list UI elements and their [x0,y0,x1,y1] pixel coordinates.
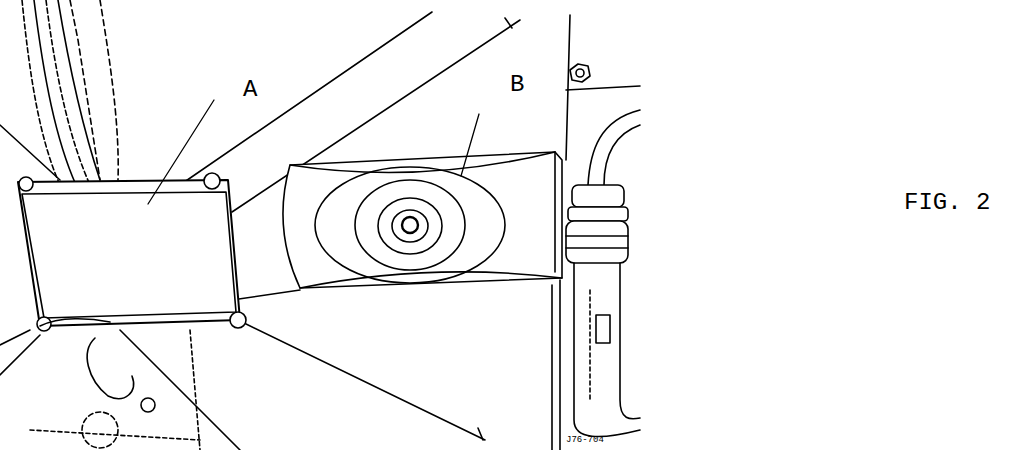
part-letter: A [243,78,257,102]
drawing-code: J76-704 [566,436,604,445]
figure-number: FIG. 2 [904,191,990,215]
part-letter: B [510,73,524,97]
